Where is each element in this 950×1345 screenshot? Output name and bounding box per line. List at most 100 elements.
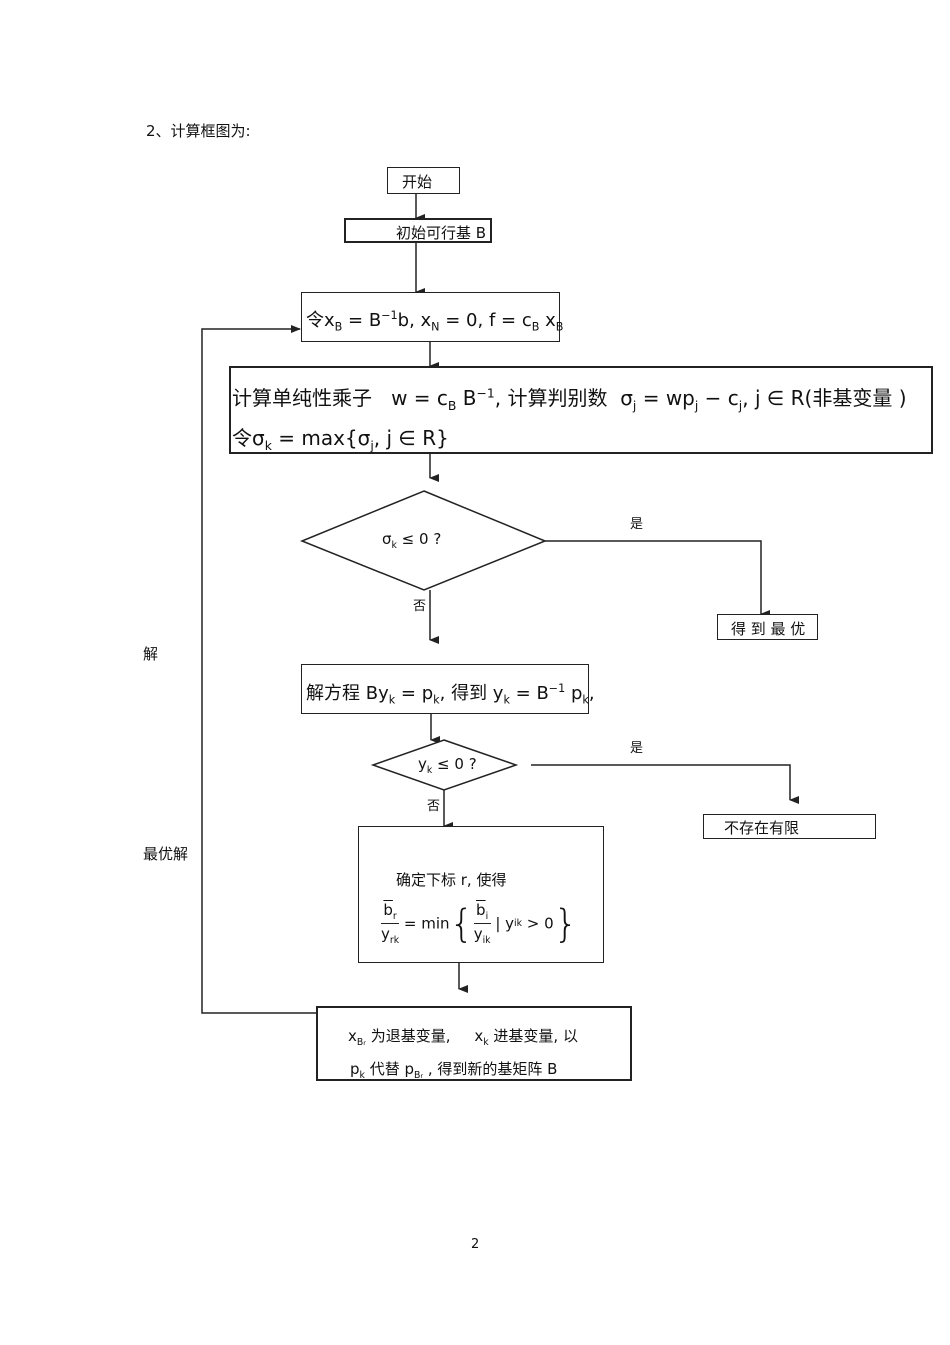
compute-prefix: 计算单纯性乘子 xyxy=(232,386,372,410)
decision1-label: σk ≤ 0 ? xyxy=(382,530,441,551)
formula-part: , j ∈ R} xyxy=(373,426,449,450)
formula-part: j xyxy=(632,398,637,413)
formula-part: b, x xyxy=(397,310,432,331)
start-label: 开始 xyxy=(402,173,433,191)
formula-part: −1 xyxy=(381,309,398,322)
formula-part: 代替 p xyxy=(364,1060,414,1078)
pivot-line-1: xBr 为退基变量, xk 进基变量, 以 xyxy=(348,1025,578,1048)
formula-part: y xyxy=(381,925,390,943)
formula-part: x xyxy=(324,310,335,331)
formula-part: B xyxy=(456,386,477,410)
formula-part: = p xyxy=(395,683,434,704)
formula-part: B xyxy=(334,320,343,334)
formula-part: B xyxy=(413,1070,421,1081)
formula-part: = B xyxy=(342,310,382,331)
formula-part: k xyxy=(483,1037,489,1048)
pivot-line-2: pk 代替 pBr , 得到新的基矩阵 B xyxy=(350,1058,557,1081)
decision2-label: yk ≤ 0 ? xyxy=(418,755,477,776)
brace-right: } xyxy=(553,901,578,946)
optimal-node: 得 到 最 优 xyxy=(717,614,818,640)
formula-part: k xyxy=(388,693,396,707)
formula-part: B xyxy=(447,398,457,413)
optimal-label: 得 到 最 优 xyxy=(731,620,806,638)
decision1-no-label: 否 xyxy=(413,599,427,614)
decision2-no-label: 否 xyxy=(427,799,441,814)
formula-part: k xyxy=(433,693,440,707)
arrow-decision2-yes xyxy=(531,764,799,804)
formula-part: x xyxy=(348,1027,357,1045)
formula-part: i xyxy=(485,911,489,922)
formula-part: σ xyxy=(382,530,392,548)
decision2-yes-label: 是 xyxy=(630,741,644,756)
formula-part: j xyxy=(370,438,374,453)
pivot-node: xBr 为退基变量, xk 进基变量, 以 pk 代替 pBr , 得到新的基矩… xyxy=(316,1006,632,1081)
decision1-yes-label: 是 xyxy=(630,517,644,532)
formula-part: −1 xyxy=(476,385,495,401)
formula-part: 解方程 By xyxy=(306,683,389,704)
formula-part: , j ∈ R(非基变量 ) xyxy=(742,386,907,410)
formula-part: r xyxy=(420,1072,424,1080)
formula-part: ≤ 0 ? xyxy=(432,755,477,773)
formula-part: j xyxy=(694,398,699,413)
formula-part: σ xyxy=(620,386,633,410)
compute-line-2: 令σk = max{σj, j ∈ R} xyxy=(232,422,449,453)
formula-part: x xyxy=(474,1027,484,1045)
formula-part: > 0 xyxy=(521,914,554,933)
formula-part: , 计算判别数 xyxy=(494,386,608,410)
decision2-diamond xyxy=(370,739,519,791)
section-heading: 2、计算框图为: xyxy=(146,122,251,140)
formula-part: 进基变量, 以 xyxy=(488,1027,578,1045)
formula-part: b xyxy=(383,901,393,919)
formula-part: , 得到新的基矩阵 B xyxy=(423,1060,558,1078)
formula-part: , 得到 y xyxy=(439,683,504,704)
arrow-decision1-yes xyxy=(545,540,770,618)
formula-part: k xyxy=(426,765,433,776)
init-basis-label: 初始可行基 B xyxy=(396,224,487,242)
formula-part: y xyxy=(418,755,427,773)
solve-equation-node: 解方程 Byk = pk, 得到 yk = B−1 pk, xyxy=(301,664,595,714)
formula-part: −1 xyxy=(548,682,566,695)
formula-part: b xyxy=(476,901,486,919)
compute-multiplier-node: 计算单纯性乘子 w = cB B−1, 计算判别数 σj = wpj − cj,… xyxy=(229,366,933,454)
formula-part: B xyxy=(555,320,564,334)
formula-part: p xyxy=(565,683,583,704)
formula-part: k xyxy=(582,693,589,707)
formula-part: 令 xyxy=(232,426,252,450)
formula-part: = min xyxy=(399,914,450,933)
formula-part: x xyxy=(539,310,556,331)
unbounded-node: 不存在有限 xyxy=(703,814,876,839)
formula-part: k xyxy=(264,438,272,453)
let-prefix: 令 xyxy=(306,310,324,331)
formula-part: | y xyxy=(490,914,515,933)
formula-part: B xyxy=(531,320,540,334)
formula-part: , xyxy=(588,683,595,704)
init-basis-node: 初始可行基 B xyxy=(344,218,492,243)
formula-part: N xyxy=(431,320,440,334)
formula-part: j xyxy=(738,398,743,413)
formula-part: w = c xyxy=(391,386,448,410)
formula-part: = 0, f = c xyxy=(439,310,532,331)
formula-part: r xyxy=(363,1039,366,1047)
formula-part: y xyxy=(473,925,483,943)
formula-part: p xyxy=(350,1060,360,1078)
formula-part: B xyxy=(356,1037,364,1048)
formula-part: = max{σ xyxy=(271,426,371,450)
formula-part: k xyxy=(391,540,397,551)
formula-part: k xyxy=(359,1070,365,1081)
side-label-bottom: 最优解 xyxy=(143,845,189,863)
formula-part: k xyxy=(503,693,510,707)
formula-part: ik xyxy=(514,918,522,929)
formula-part: 为退基变量, xyxy=(365,1027,451,1045)
ratio-line-1: 确定下标 r, 使得 xyxy=(396,871,507,889)
formula-part: rk xyxy=(389,935,400,946)
formula-part: ik xyxy=(482,935,491,946)
formula-part: ≤ 0 ? xyxy=(396,530,442,548)
let-basic-solution-node: 令xB = B−1b, xN = 0, f = cB xB xyxy=(301,292,563,342)
solve-formula: 解方程 Byk = pk, 得到 yk = B−1 pk, xyxy=(306,679,595,707)
decision1-diamond xyxy=(300,490,547,591)
arrow-loop-back xyxy=(201,325,316,1014)
unbounded-label: 不存在有限 xyxy=(724,819,800,837)
